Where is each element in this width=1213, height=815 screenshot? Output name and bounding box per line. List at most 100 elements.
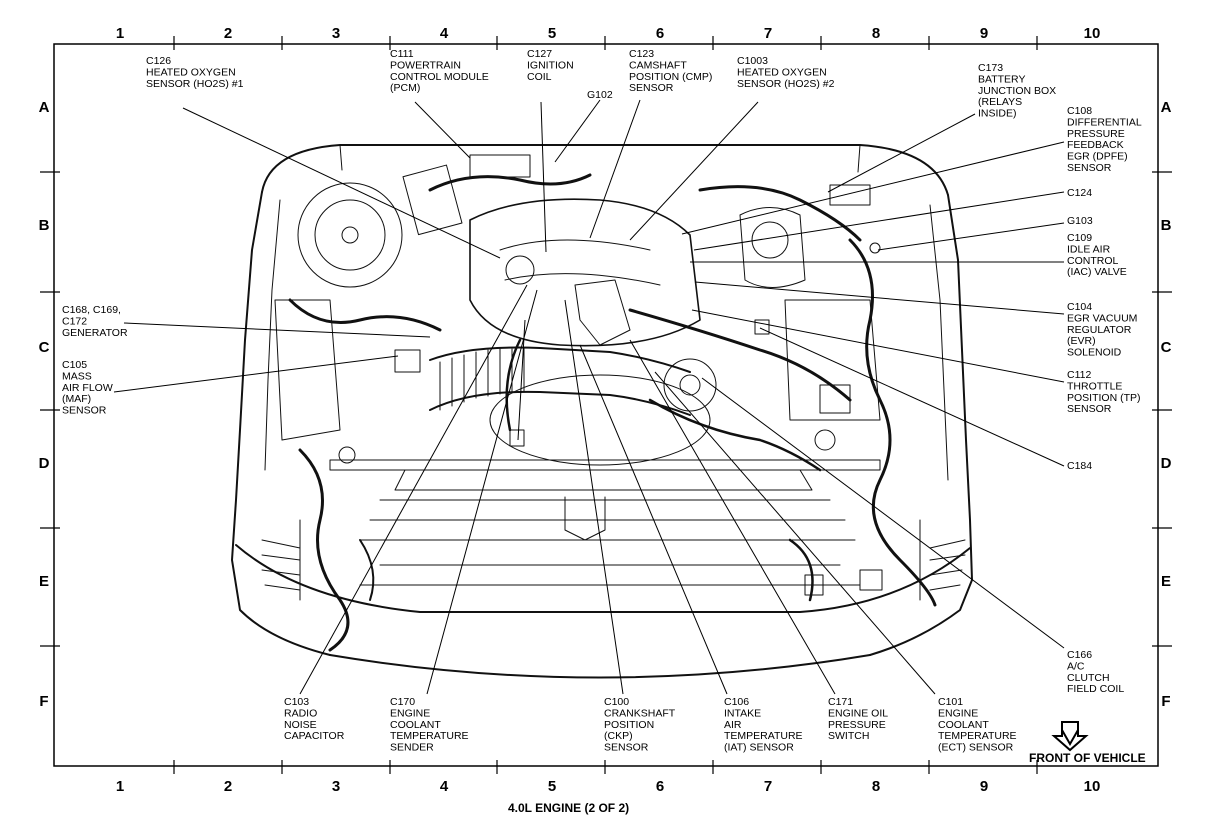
callout-c173-line: JUNCTION BOX: [978, 85, 1056, 97]
callout-c173-line: BATTERY: [978, 73, 1025, 85]
callout-c106-line: TEMPERATURE: [724, 730, 803, 742]
callout-c170-line: ENGINE: [390, 707, 430, 719]
diagram-border: [53, 43, 1159, 767]
callout-c112-line: POSITION (TP): [1067, 392, 1141, 404]
grid-row-label: A: [39, 99, 50, 116]
grid-row-label: C: [39, 339, 50, 356]
callout-c103-line: CAPACITOR: [284, 730, 345, 742]
callout-c123-line: POSITION (CMP): [629, 71, 712, 83]
callout-c112-line: C112: [1067, 369, 1091, 381]
callout-c168-line: GENERATOR: [62, 327, 128, 339]
callout-c171-line: SWITCH: [828, 730, 869, 742]
grid-row-label: D: [39, 455, 50, 472]
callout-c112-line: THROTTLE: [1067, 380, 1122, 392]
callout-c170-line: C170: [390, 696, 415, 708]
callout-c108-line: FEEDBACK: [1067, 139, 1124, 151]
callout-c170-line: SENDER: [390, 742, 434, 754]
grid-column-label: 6: [656, 778, 664, 795]
callout-c127-line: C127: [527, 48, 552, 60]
grid-row-label: F: [1161, 693, 1170, 710]
grid-column-label: 9: [980, 778, 988, 795]
grid-row-label: B: [39, 217, 50, 234]
callout-c111-line: (PCM): [390, 82, 420, 94]
callout-c166-line: CLUTCH: [1067, 672, 1110, 684]
grid-row-label: E: [1161, 573, 1171, 590]
callout-c108-line: SENSOR: [1067, 162, 1112, 174]
callout-c101-line: ENGINE: [938, 707, 978, 719]
callout-c123-line: C123: [629, 48, 654, 60]
callout-c100-line: CRANKSHAFT: [604, 707, 676, 719]
grid-column-label: 10: [1084, 778, 1101, 795]
callout-c103-line: NOISE: [284, 719, 317, 731]
callout-c111-line: CONTROL MODULE: [390, 71, 489, 83]
callout-c104-line: (EVR): [1067, 335, 1096, 347]
callout-c106-line: AIR: [724, 719, 742, 731]
callout-c109-line: CONTROL: [1067, 255, 1118, 267]
callout-c103-line: C103: [284, 696, 309, 708]
front-of-vehicle-label: FRONT OF VEHICLE: [1029, 751, 1146, 765]
callout-c166-line: FIELD COIL: [1067, 683, 1124, 695]
callout-c104-line: SOLENOID: [1067, 347, 1122, 359]
callout-c106-line: C106: [724, 696, 749, 708]
callout-c166-line: A/C: [1067, 660, 1085, 672]
grid-column-label: 3: [332, 778, 340, 795]
callout-c171-line: C171: [828, 696, 853, 708]
callout-c126-line: C126: [146, 55, 171, 67]
callout-c103-line: RADIO: [284, 707, 317, 719]
callout-c123-line: CAMSHAFT: [629, 59, 687, 71]
callout-c109-line: (IAC) VALVE: [1067, 266, 1127, 278]
callout-c100-line: POSITION: [604, 719, 654, 731]
callout-c127-line: IGNITION: [527, 59, 574, 71]
callout-c123-line: SENSOR: [629, 82, 674, 94]
callout-c184-line: C184: [1067, 460, 1092, 472]
callout-c108-line: DIFFERENTIAL: [1067, 116, 1142, 128]
grid-row-label: E: [39, 573, 49, 590]
callout-c170-line: COOLANT: [390, 719, 441, 731]
grid-column-label: 8: [872, 778, 880, 795]
callout-leader-lines: [113, 99, 1065, 695]
callout-c106-line: INTAKE: [724, 707, 761, 719]
callout-c168-line: C172: [62, 315, 87, 327]
grid-row-label: B: [1161, 217, 1172, 234]
callout-c105-line: (MAF): [62, 393, 91, 405]
front-of-vehicle-marker: FRONT OF VEHICLE: [1029, 721, 1146, 765]
grid-column-label: 4: [440, 25, 449, 42]
callout-c1003-line: HEATED OXYGEN: [737, 66, 827, 78]
callout-c184: C184: [1067, 460, 1092, 472]
callout-c100-line: SENSOR: [604, 742, 649, 754]
diagram-caption: 4.0L ENGINE (2 OF 2): [508, 801, 629, 815]
callout-c101-line: COOLANT: [938, 719, 989, 731]
grid-column-label: 2: [224, 778, 232, 795]
down-arrow-icon: [1051, 721, 1089, 752]
callout-c112-line: SENSOR: [1067, 403, 1112, 415]
callout-c104-line: EGR VACUUM: [1067, 312, 1137, 324]
grid-column-label: 6: [656, 25, 664, 42]
callout-c127-line: COIL: [527, 71, 552, 83]
grid-ticks: [40, 36, 1172, 774]
callout-c173-line: INSIDE): [978, 108, 1017, 120]
callout-c126-line: HEATED OXYGEN: [146, 66, 236, 78]
grid-column-label: 2: [224, 25, 232, 42]
callout-c100-line: (CKP): [604, 730, 633, 742]
callout-c111-line: C111: [390, 48, 414, 60]
grid-column-label: 5: [548, 25, 556, 42]
grid-row-label: D: [1161, 455, 1172, 472]
callout-g102: G102: [587, 89, 613, 101]
callout-c104-line: REGULATOR: [1067, 324, 1132, 336]
callout-c105-line: MASS: [62, 370, 92, 382]
grid-row-label: F: [39, 693, 48, 710]
callout-g103: G103: [1067, 215, 1093, 227]
callout-c105-line: C105: [62, 359, 87, 371]
grid-column-label: 3: [332, 25, 340, 42]
